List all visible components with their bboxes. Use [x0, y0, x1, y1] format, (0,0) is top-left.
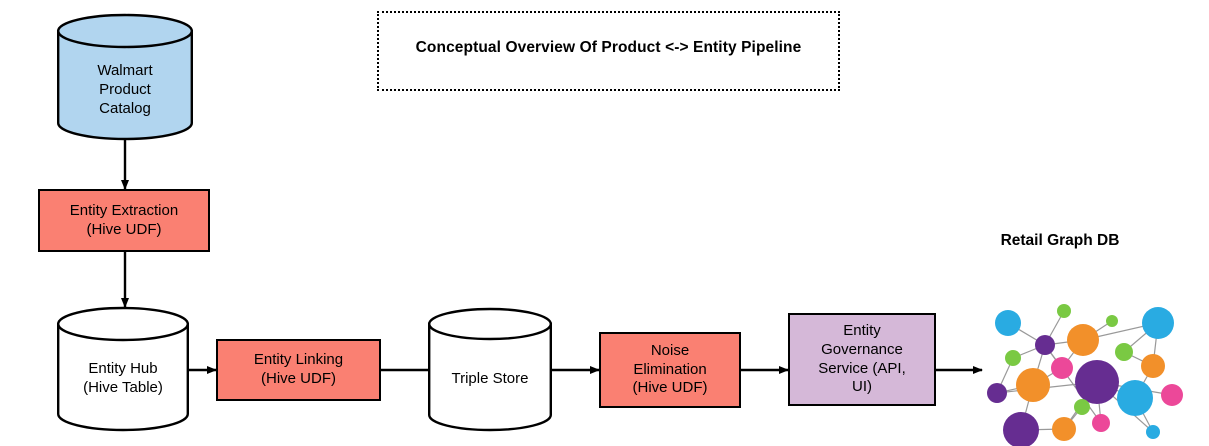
node-label-entity-extraction: Entity Extraction (Hive UDF): [69, 201, 179, 238]
graph-node: [1051, 357, 1073, 379]
node-entity-extraction: Entity Extraction (Hive UDF): [38, 189, 210, 252]
graph-node: [1075, 360, 1119, 404]
graph-node: [1005, 350, 1021, 366]
node-entity-governance-service: Entity Governance Service (API, UI): [788, 313, 936, 406]
node-triple-store: Triple Store: [428, 307, 552, 432]
graph-node: [1146, 425, 1160, 439]
graph-db-label: Retail Graph DB: [1000, 232, 1120, 249]
graph-node: [995, 310, 1021, 336]
node-label-noise-elimination: Noise Elimination (Hive UDF): [632, 341, 708, 397]
retail-graph-visualization: [987, 304, 1183, 446]
node-entity-hub: Entity Hub (Hive Table): [56, 306, 190, 432]
page-title: Conceptual Overview Of Product <-> Entit…: [415, 39, 802, 56]
graph-node: [1117, 380, 1153, 416]
graph-node: [1057, 304, 1071, 318]
graph-node: [1035, 335, 1055, 355]
title-banner: Conceptual Overview Of Product <-> Entit…: [377, 11, 840, 91]
graph-node: [1115, 343, 1133, 361]
graph-node: [1161, 384, 1183, 406]
graph-node: [1016, 368, 1050, 402]
graph-node: [1052, 417, 1076, 441]
graph-node: [1141, 354, 1165, 378]
node-entity-linking: Entity Linking (Hive UDF): [216, 339, 381, 401]
graph-node: [1003, 412, 1039, 446]
node-label-entity-linking: Entity Linking (Hive UDF): [253, 351, 344, 387]
graph-node: [1092, 414, 1110, 432]
graph-node: [1142, 307, 1174, 339]
graph-node: [1074, 399, 1090, 415]
graph-node: [987, 383, 1007, 403]
graph-node: [1106, 315, 1118, 327]
node-label-entity-governance-service: Entity Governance Service (API, UI): [818, 321, 906, 396]
node-noise-elimination: Noise Elimination (Hive UDF): [599, 332, 741, 408]
graph-node: [1067, 324, 1099, 356]
node-walmart-product-catalog: Walmart Product Catalog: [56, 13, 194, 141]
graph-node-group: [987, 304, 1183, 446]
